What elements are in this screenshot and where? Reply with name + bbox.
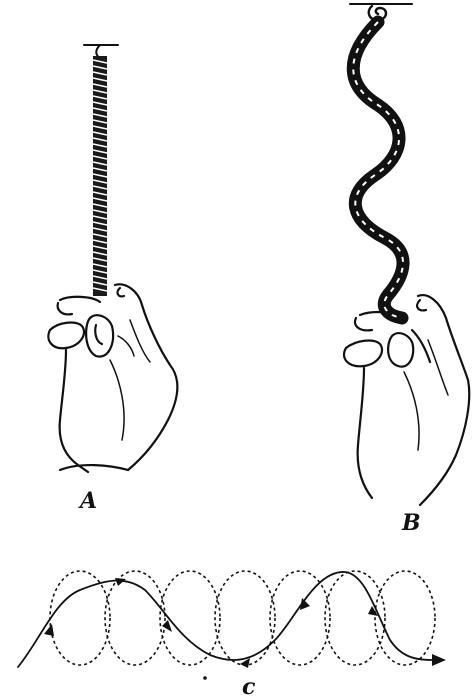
panel-b: B <box>344 4 469 536</box>
dashed-loop <box>325 571 385 665</box>
panel-c-label: c <box>242 674 256 700</box>
panel-c: c <box>18 571 446 700</box>
dashed-loops <box>50 571 435 665</box>
dot-marker <box>203 676 207 680</box>
arrowhead-2 <box>115 578 126 586</box>
dashed-loop <box>50 571 110 665</box>
dashed-loop <box>375 571 435 665</box>
twisted-cord-straight <box>93 56 107 296</box>
panel-a: A <box>48 45 177 514</box>
dashed-loop <box>270 571 330 665</box>
dashed-loop <box>215 571 275 665</box>
arrowhead-end <box>432 654 446 666</box>
hand-a <box>48 284 177 472</box>
coiled-cord-wavy <box>353 22 403 318</box>
panel-a-label: A <box>78 488 97 514</box>
wave-path <box>18 572 446 668</box>
panel-b-label: B <box>401 510 421 536</box>
hand-b <box>344 295 469 505</box>
